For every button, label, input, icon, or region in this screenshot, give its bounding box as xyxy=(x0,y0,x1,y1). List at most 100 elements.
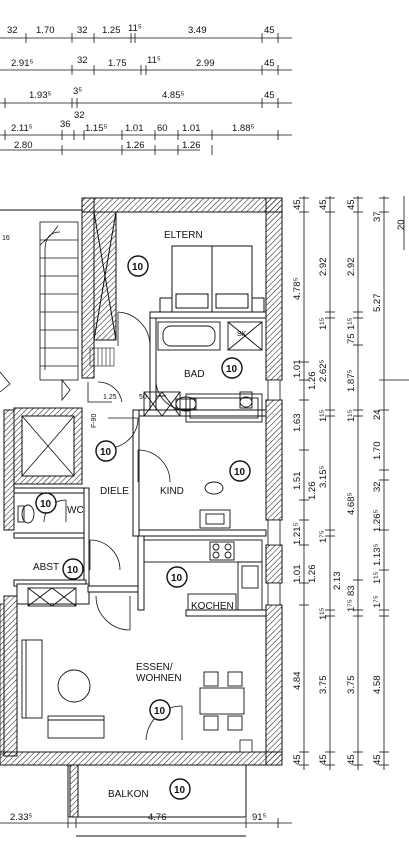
dim-label: 60 xyxy=(157,123,168,134)
dim-label: 1.63 xyxy=(292,414,303,433)
dim-label: 11⁵ xyxy=(147,55,161,66)
room-badges: 10 10 10 10 10 10 10 10 10 xyxy=(35,255,251,800)
dim-label: 1⁷⁵ xyxy=(318,530,329,543)
dim-label: 2.99 xyxy=(196,58,215,69)
sk-label: SK xyxy=(237,331,247,338)
dim-label: 75 xyxy=(346,333,357,344)
room-label-wc: WC xyxy=(67,505,84,516)
dim-label: 32 xyxy=(74,110,85,121)
ticks-row4 xyxy=(4,130,279,140)
right-dimension-chains xyxy=(299,196,409,770)
stair-number: 16 xyxy=(2,235,10,242)
dim-label: 32 xyxy=(372,481,383,492)
dim-label: 45 xyxy=(264,25,275,36)
room-label-bad: BAD xyxy=(184,369,205,380)
dim-label: 1¹⁵ xyxy=(346,410,357,422)
badge-balkon: 10 xyxy=(169,778,191,800)
dim-label: 2.33⁵ xyxy=(10,812,32,823)
dim-label: 3⁵ xyxy=(73,86,82,97)
dim-label: 1.87⁵ xyxy=(346,370,357,392)
dim-label: 83 xyxy=(346,585,357,596)
room-label-kind: KIND xyxy=(160,486,184,497)
wc-fixtures xyxy=(17,504,35,524)
dim-label: 1¹⁵ xyxy=(318,318,329,330)
room-label-essen: ESSEN/ xyxy=(136,662,173,673)
svg-text:10: 10 xyxy=(234,467,246,478)
ticks-row2 xyxy=(71,65,279,75)
svg-text:10: 10 xyxy=(171,573,183,584)
top-dimension-chains xyxy=(0,33,292,155)
dim-label: 1.88⁵ xyxy=(232,123,254,134)
dim-label: 45 xyxy=(346,754,357,765)
dim-label: 2.80 xyxy=(14,140,33,151)
dim-label: 1⁷⁵ xyxy=(346,599,357,612)
dim-label: 1.75 xyxy=(108,58,127,69)
dim-label: 1¹⁵ xyxy=(318,608,329,620)
badge-kochen: 10 xyxy=(166,566,188,588)
wardrobe xyxy=(93,211,117,341)
dim-label: 5.27 xyxy=(372,294,383,313)
svg-text:10: 10 xyxy=(100,447,112,458)
svg-text:10: 10 xyxy=(174,785,186,796)
svg-text:10: 10 xyxy=(154,706,166,717)
dim-label: 1.26 xyxy=(307,565,318,584)
door-height-label: 50 xyxy=(139,394,147,401)
dim-label: 2.92 xyxy=(318,258,329,277)
room-labels: ELTERN BAD KIND DIELE WC ABST KOCHEN ESS… xyxy=(33,230,234,800)
badge-diele: 10 xyxy=(95,440,117,462)
dim-label: 45 xyxy=(318,199,329,210)
dim-label: 1.26 xyxy=(182,140,201,151)
dim-label: 1.01 xyxy=(125,123,144,134)
dim-label: 4.78⁵ xyxy=(292,278,303,300)
dim-label: 2.91⁵ xyxy=(11,58,33,69)
bathroom-fixtures xyxy=(156,321,263,412)
badge-abst: 10 xyxy=(62,558,84,580)
dim-label: 11⁵ xyxy=(128,23,142,34)
room-label-balkon: BALKON xyxy=(108,789,149,800)
dim-label: 1.01 xyxy=(182,123,201,134)
dim-label: 24 xyxy=(372,409,383,420)
right-dimension-labels: 45 4.78⁵ 1.01 1.26 1.63 1.51 1.26 1.21⁵ … xyxy=(292,199,407,765)
dim-label: 1.51 xyxy=(292,472,303,491)
dim-label: 2.11⁵ xyxy=(11,123,33,134)
ticks-row3 xyxy=(4,98,279,108)
dim-label: 1.70 xyxy=(372,442,383,461)
dim-label: 36 xyxy=(60,119,71,130)
dim-label: 45 xyxy=(318,754,329,765)
double-bed xyxy=(159,245,265,313)
dim-label: 1.93⁵ xyxy=(29,90,51,101)
door-width-label: 1.25 xyxy=(103,394,117,401)
dim-label: 3.75 xyxy=(318,676,329,695)
dim-label: 4.84 xyxy=(292,672,303,691)
dim-label: 45 xyxy=(346,199,357,210)
svg-text:10: 10 xyxy=(67,565,79,576)
exterior-walls xyxy=(0,197,283,766)
svg-text:10: 10 xyxy=(132,262,144,273)
dim-label: 45 xyxy=(264,90,275,101)
dim-label: 4.58 xyxy=(372,676,383,695)
ticks-row1 xyxy=(25,33,279,43)
dim-label: 1¹⁵ xyxy=(346,318,357,330)
dim-label: 1.26⁵ xyxy=(372,510,383,532)
radiator-block xyxy=(89,347,115,367)
room-label-abst: ABST xyxy=(33,562,59,573)
badge-eltern: 10 xyxy=(127,255,149,277)
dim-label: 1.70 xyxy=(36,25,55,36)
dim-label: 32 xyxy=(7,25,18,36)
living-furniture xyxy=(21,587,245,739)
dim-label: 91⁵ xyxy=(252,812,267,823)
dim-label: 3.15⁵ xyxy=(318,466,329,488)
staircase xyxy=(39,221,79,381)
svg-text:10: 10 xyxy=(40,499,52,510)
left-edge-elements xyxy=(0,371,71,755)
badge-wc: 10 xyxy=(35,492,57,514)
dim-label: 1¹⁵ xyxy=(318,410,329,422)
room-label-diele: DIELE xyxy=(100,486,129,497)
kind-furniture xyxy=(143,391,263,529)
dim-label: 3.49 xyxy=(188,25,207,36)
dim-label: 3.75 xyxy=(346,676,357,695)
dim-label: 1.01 xyxy=(292,360,303,379)
ticks-row5 xyxy=(61,145,213,155)
dim-label: 37 xyxy=(372,211,383,222)
bottom-dimension-chain xyxy=(0,818,292,828)
